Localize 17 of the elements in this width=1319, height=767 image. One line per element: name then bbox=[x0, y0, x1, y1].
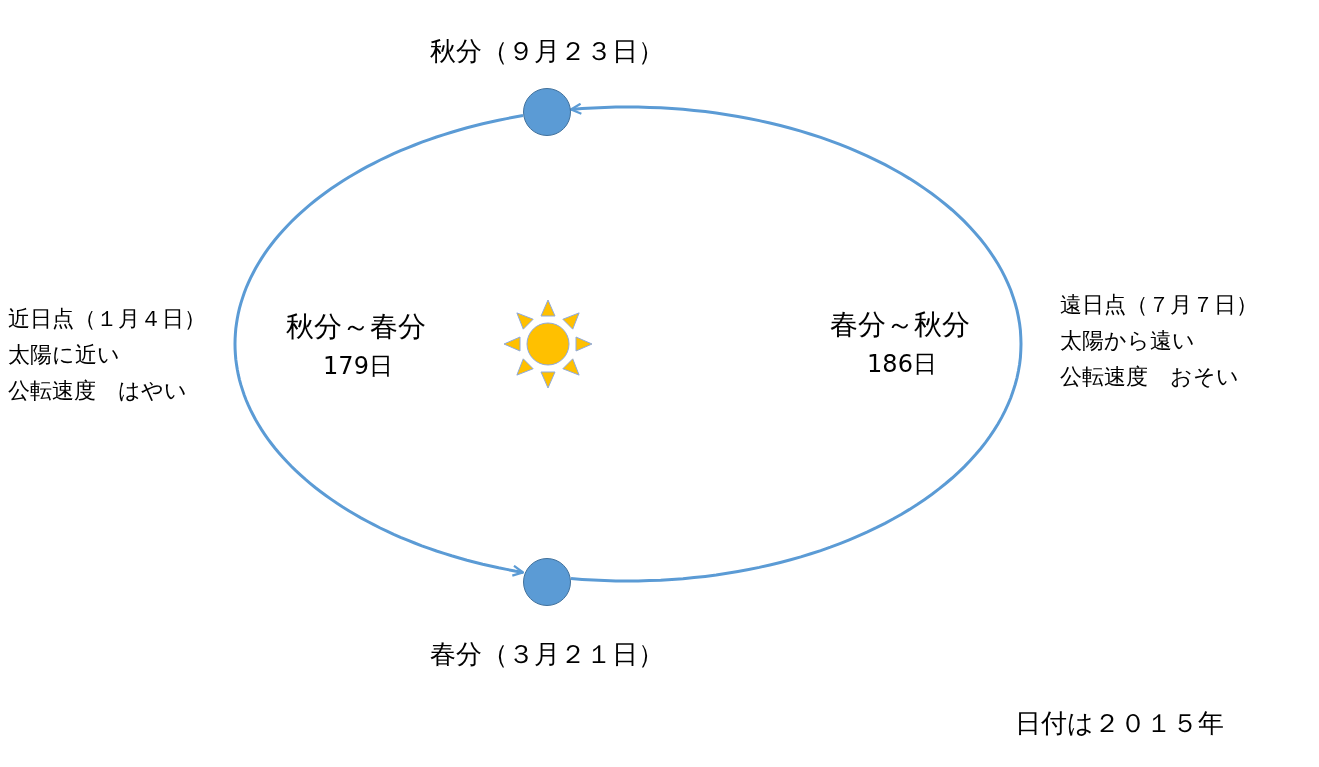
note-text: 太陽から遠い bbox=[1060, 328, 1195, 355]
orbit-arrow bbox=[569, 102, 1023, 583]
days-label: 179日 bbox=[323, 352, 393, 381]
earth-circle bbox=[523, 558, 571, 606]
days-label: 186日 bbox=[867, 350, 937, 379]
earth-circle bbox=[523, 88, 571, 136]
period-label: 春分～秋分 bbox=[830, 308, 970, 342]
note-text: 太陽に近い bbox=[8, 342, 120, 369]
orbit-arrow bbox=[233, 114, 525, 577]
note-text: 公転速度 はやい bbox=[8, 378, 187, 405]
date-label: 秋分（９月２３日） bbox=[430, 36, 664, 68]
date-label: 春分（３月２１日） bbox=[430, 639, 664, 671]
note-text: 公転速度 おそい bbox=[1060, 364, 1239, 391]
note-text: 日付は２０１５年 bbox=[1015, 708, 1224, 740]
note-text: 近日点（１月４日） bbox=[8, 306, 206, 333]
note-text: 遠日点（７月７日） bbox=[1060, 292, 1258, 319]
period-label: 秋分～春分 bbox=[286, 310, 426, 344]
